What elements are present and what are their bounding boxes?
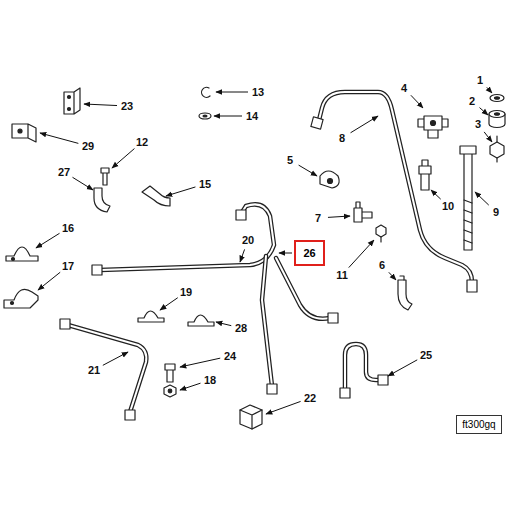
callout-number: 9 [492, 207, 500, 218]
callout-number: 18 [203, 375, 217, 386]
leader-line [389, 272, 396, 280]
leader-line [36, 233, 60, 248]
callout-number: 15 [198, 179, 212, 190]
leader-line [112, 149, 134, 168]
callout-number: 8 [338, 133, 346, 144]
leader-line [411, 95, 423, 108]
leader-line [240, 249, 245, 262]
leader-line [351, 116, 378, 133]
leader-line [103, 352, 128, 365]
leader-line [431, 190, 441, 199]
leader-line [328, 216, 350, 217]
leader-line [299, 165, 317, 176]
figure-id: ft300gq [462, 419, 495, 430]
leader-line [475, 192, 489, 205]
callout-number: 20 [241, 235, 255, 246]
callout-number: 6 [378, 260, 386, 271]
leader-line [480, 108, 488, 115]
leader-line [40, 133, 78, 143]
callout-number: 14 [245, 111, 259, 122]
callout-number: 19 [179, 287, 193, 298]
callout-number: 21 [87, 365, 101, 376]
callout-number: 13 [251, 87, 265, 98]
callout-number: 16 [61, 223, 75, 234]
leader-line [216, 322, 231, 326]
callout-number: 7 [314, 213, 322, 224]
callout-number: 4 [400, 83, 408, 94]
leader-line [84, 104, 117, 106]
figure-id-box: ft300gq [456, 415, 502, 434]
leader-line [38, 272, 60, 290]
leader-line [160, 298, 178, 310]
leader-line [180, 358, 220, 367]
leader-line [72, 177, 93, 190]
leader-line [349, 240, 374, 268]
leader-line [266, 401, 301, 414]
callout-number: 29 [81, 141, 95, 152]
callout-number: 10 [441, 201, 455, 212]
leader-line [216, 92, 248, 93]
leader-line [388, 360, 417, 376]
callout-number: 12 [135, 137, 149, 148]
callout-number: 3 [474, 119, 482, 130]
callout-number: 26 [303, 247, 315, 259]
leader-line [214, 116, 242, 117]
leader-line [180, 383, 201, 390]
callout-number: 25 [419, 350, 433, 361]
callout-number: 5 [286, 155, 294, 166]
leader-line [166, 187, 195, 196]
callout-number: 1 [476, 75, 484, 86]
callout-number: 23 [120, 101, 134, 112]
leader-line [484, 132, 492, 142]
leader-line [487, 87, 492, 93]
callout-number: 17 [61, 261, 75, 272]
callout-number: 28 [234, 323, 248, 334]
highlight-box: 26 [294, 240, 325, 266]
callout-number: 2 [468, 96, 476, 107]
callout-number: 27 [57, 167, 71, 178]
leader-line [279, 253, 292, 254]
callout-number: 11 [335, 270, 349, 281]
callout-number: 22 [303, 393, 317, 404]
callout-number: 24 [223, 351, 237, 362]
